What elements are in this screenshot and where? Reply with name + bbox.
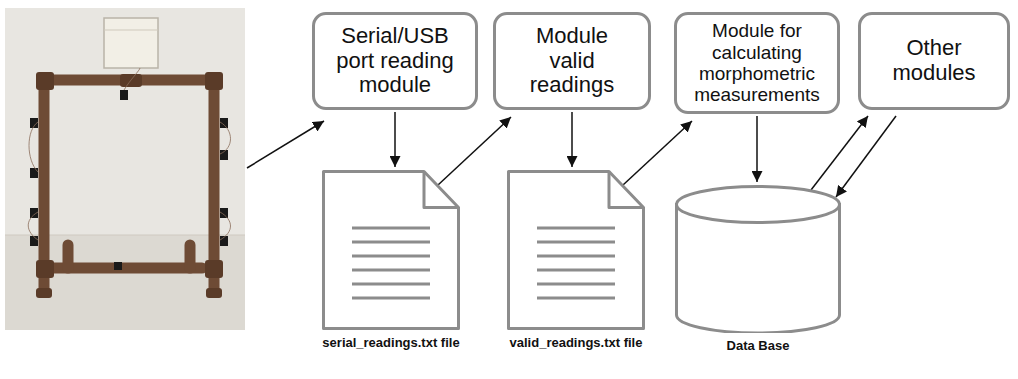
left-stub bbox=[63, 245, 74, 268]
file-document: valid_readings.txt file bbox=[503, 170, 649, 351]
cylinder-top bbox=[677, 187, 840, 223]
document-shape bbox=[507, 170, 645, 330]
box-label: Module valid readings bbox=[512, 24, 632, 98]
box-text-column: Other modules bbox=[874, 36, 994, 85]
file-caption: valid_readings.txt file bbox=[506, 336, 646, 351]
box-text-column: Module valid readings bbox=[512, 24, 632, 98]
document-text-line bbox=[352, 269, 430, 272]
file-document: serial_readings.txt file bbox=[318, 170, 464, 351]
flow-arrow bbox=[623, 121, 692, 185]
process-box: Module for calculating morphometric meas… bbox=[674, 12, 840, 114]
flow-arrow bbox=[756, 116, 758, 182]
box-lid bbox=[104, 30, 158, 31]
document-outline bbox=[509, 172, 644, 329]
box-text-column: Serial/USB port reading module bbox=[320, 24, 470, 98]
control-box bbox=[104, 18, 158, 68]
box-label: Module for calculating morphometric meas… bbox=[682, 20, 832, 105]
device-photo bbox=[5, 8, 245, 330]
document-outline bbox=[324, 172, 459, 329]
file-caption: serial_readings.txt file bbox=[321, 336, 461, 351]
document-text-line bbox=[352, 241, 430, 244]
photo-wall bbox=[5, 8, 245, 330]
process-box: Serial/USB port reading module bbox=[312, 12, 478, 110]
document-text-line bbox=[352, 283, 430, 286]
flow-arrow bbox=[438, 117, 511, 185]
right-stub bbox=[185, 245, 196, 268]
box-label: Other modules bbox=[874, 36, 994, 85]
shape-outline bbox=[507, 170, 645, 330]
shape-outline bbox=[675, 185, 841, 333]
process-box: Other modules bbox=[858, 12, 1010, 110]
flow-arrow bbox=[836, 116, 896, 197]
document-shape bbox=[322, 170, 460, 330]
document-text-line bbox=[537, 269, 615, 272]
document-text-line bbox=[537, 241, 615, 244]
database-cylinder: Data Base bbox=[672, 185, 844, 354]
process-box: Module valid readings bbox=[493, 12, 651, 110]
document-text-line bbox=[537, 283, 615, 286]
document-text-line bbox=[352, 297, 430, 300]
document-text-line bbox=[352, 255, 430, 258]
base-pipe bbox=[52, 263, 202, 274]
document-text-line bbox=[537, 297, 615, 300]
document-text-line bbox=[537, 227, 615, 230]
cylinder-shape bbox=[675, 185, 841, 333]
shape-outline bbox=[322, 170, 460, 330]
document-text-line bbox=[352, 227, 430, 230]
box-text-column: Module for calculating morphometric meas… bbox=[682, 20, 832, 105]
sensors bbox=[30, 90, 228, 270]
sensor-wires bbox=[28, 68, 230, 240]
file-caption: Data Base bbox=[688, 339, 828, 354]
pipe-joints bbox=[36, 72, 223, 298]
document-fold bbox=[424, 172, 459, 208]
pvc-frame bbox=[44, 80, 214, 292]
flow-arrow bbox=[571, 112, 573, 167]
flow-arrow bbox=[394, 112, 396, 167]
document-fold bbox=[609, 172, 644, 208]
flow-arrow bbox=[811, 116, 868, 190]
document-text-line bbox=[537, 255, 615, 258]
box-label: Serial/USB port reading module bbox=[320, 24, 470, 98]
photo-arrow bbox=[247, 121, 324, 168]
